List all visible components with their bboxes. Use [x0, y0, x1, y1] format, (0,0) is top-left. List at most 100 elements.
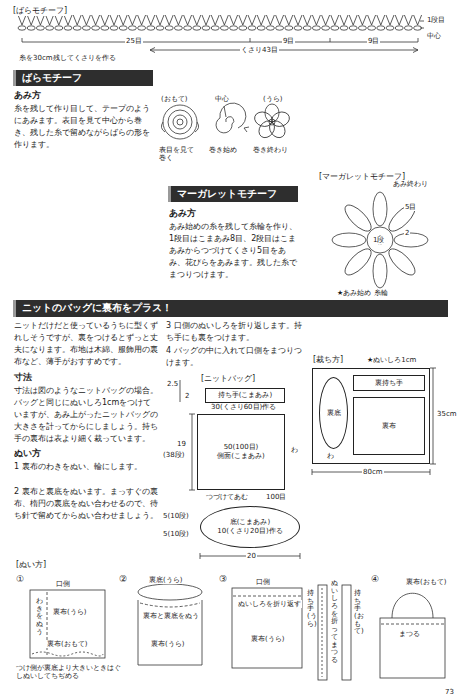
section-band: マーガレットモチーフ [168, 186, 298, 202]
step-text: 4 バッグの中に入れて口側をまつりつけます。 [165, 345, 307, 369]
stitch-count: 25目 [125, 37, 143, 45]
section-heading: 寸法 [13, 372, 33, 382]
chain-stitch [395, 26, 403, 30]
stitch-symbol [128, 15, 136, 25]
chain-stitch [230, 26, 238, 30]
chain-stitch [349, 26, 357, 30]
part-label: 裏布(うら) [150, 640, 185, 648]
page-number: 73 [444, 688, 455, 696]
rose-winding [216, 103, 249, 133]
step-label: 巻き終わり [252, 146, 289, 154]
part-label: 裏底(うら) [148, 576, 183, 584]
part-label: 裏布(おもて) [46, 640, 88, 648]
chain-stitch [18, 26, 26, 30]
margaret-chart [332, 192, 428, 288]
chain-stitch [92, 26, 100, 30]
dimension: 35cm [436, 410, 458, 418]
stitch-symbol [82, 15, 90, 25]
part-label: 裏底 [327, 409, 341, 418]
stitch-count: 5目 [404, 203, 417, 211]
stitch-count: くさり43目 [240, 46, 279, 54]
stitch-symbol [294, 15, 302, 25]
part-label: 口側 [255, 578, 271, 586]
leader-line [420, 21, 424, 28]
figure-title: [ぬい方] [15, 560, 47, 570]
chain-stitch [285, 26, 293, 30]
note: ★ぬいしろ1cm [366, 356, 417, 364]
note: ★あみ始め 糸輪 [336, 289, 389, 297]
chain-stitch [165, 26, 173, 30]
section-heading: ばらモチーフ [22, 72, 82, 84]
step-number: ④ [370, 574, 380, 585]
stitch-symbol [147, 15, 155, 25]
stitch-symbol [184, 15, 192, 25]
step-text: 2 裏布と裏底をぬいます。まっすぐの裏布、楕円の裏底をぬい合わせるので、待ち針で… [13, 486, 160, 522]
body-text: 寸法は図のようなニットバッグの場合。バッグと同じにぬいしろ1cmをつけていますが… [13, 385, 160, 445]
section-heading: マーガレットモチーフ [177, 188, 277, 200]
step-text: 3 口側のぬいしろを折り返します。持ち手にも裏をつけます。 [165, 320, 307, 344]
chain-stitch [36, 26, 44, 30]
stitch-symbol [303, 15, 311, 25]
view-label: (うら) [262, 95, 283, 103]
lining-handle: 裏持ち手 [353, 375, 425, 391]
chain-stitch [27, 26, 35, 30]
chain-stitch [294, 26, 302, 30]
stitch-symbol [165, 15, 173, 25]
stitch-symbol [64, 15, 72, 25]
figure-title: [ニットバッグ] [200, 374, 256, 384]
handle-piece: 持ち手(こまあみ) [205, 388, 285, 403]
step-number: ③ [218, 574, 228, 585]
fold-mark: わ [326, 452, 335, 460]
rose-front [161, 105, 198, 139]
part-label: 裏布(うら) [250, 635, 285, 643]
chain-stitch [340, 26, 348, 30]
note: つけ側が裏底より大きいときはぐしぬいしてちぢめる [15, 664, 122, 681]
stitch-count: 9目 [282, 37, 295, 45]
chain-stitch [303, 26, 311, 30]
part-label: 10(くさり20目)作る [217, 527, 282, 536]
stitch-symbol [193, 15, 201, 25]
side-panel: 50(100目)側面(こまあみ) [197, 414, 285, 490]
dimension: 19 [176, 440, 187, 448]
figure-title: [ばらモチーフ] [12, 6, 68, 16]
stitch-symbol [55, 15, 63, 25]
chain-stitch [386, 26, 394, 30]
part-label: 裏布(おもて) [405, 578, 447, 586]
chain-stitch [211, 26, 219, 30]
stitch-symbol [276, 15, 284, 25]
dimension: 2.5 [166, 380, 179, 388]
part-label: 側面(こまあみ) [217, 452, 264, 461]
chain-stitch [239, 26, 247, 30]
chain-stitch [248, 26, 256, 30]
body-text: あみ始めの糸を残して糸輪を作り、1段目はこまあみ8目、2段目はこまあみからつづけ… [168, 221, 300, 281]
section-band: ニットのバッグに裏布をプラス！ [13, 300, 448, 317]
part-label: 裏持ち手 [375, 379, 403, 388]
chain-stitch [82, 26, 90, 30]
chain-stitch [156, 26, 164, 30]
step3-figure [232, 588, 302, 668]
stitch-symbol [211, 15, 219, 25]
stitch-symbol [36, 15, 44, 25]
center-label: 中心 [426, 32, 442, 40]
dimension: 2 [184, 392, 190, 400]
stitch-symbol [386, 15, 394, 25]
chain-stitch [202, 26, 210, 30]
step-number: ① [15, 574, 25, 585]
section-heading: ニットのバッグに裏布をプラス！ [22, 302, 172, 315]
dimension-line [189, 414, 195, 490]
cutting-layout: [裁ち方]裏底裏持ち手裏布 [312, 368, 430, 464]
stitch-symbol [322, 15, 330, 25]
chain-stitch [101, 26, 109, 30]
stitch-symbol [46, 15, 54, 25]
step1-figure [30, 590, 105, 658]
chain-stitch [266, 26, 274, 30]
chain-stitch [55, 26, 63, 30]
stitch-symbol [110, 15, 118, 25]
chain-stitch [110, 26, 118, 30]
part-label: 裏布(うら) [52, 608, 87, 616]
chain-stitch [322, 26, 330, 30]
stitch-symbol [414, 15, 422, 25]
lining-bottom: 裏底 [319, 377, 348, 449]
step-number: ② [118, 574, 128, 585]
row-label: 1段目 [426, 16, 446, 24]
